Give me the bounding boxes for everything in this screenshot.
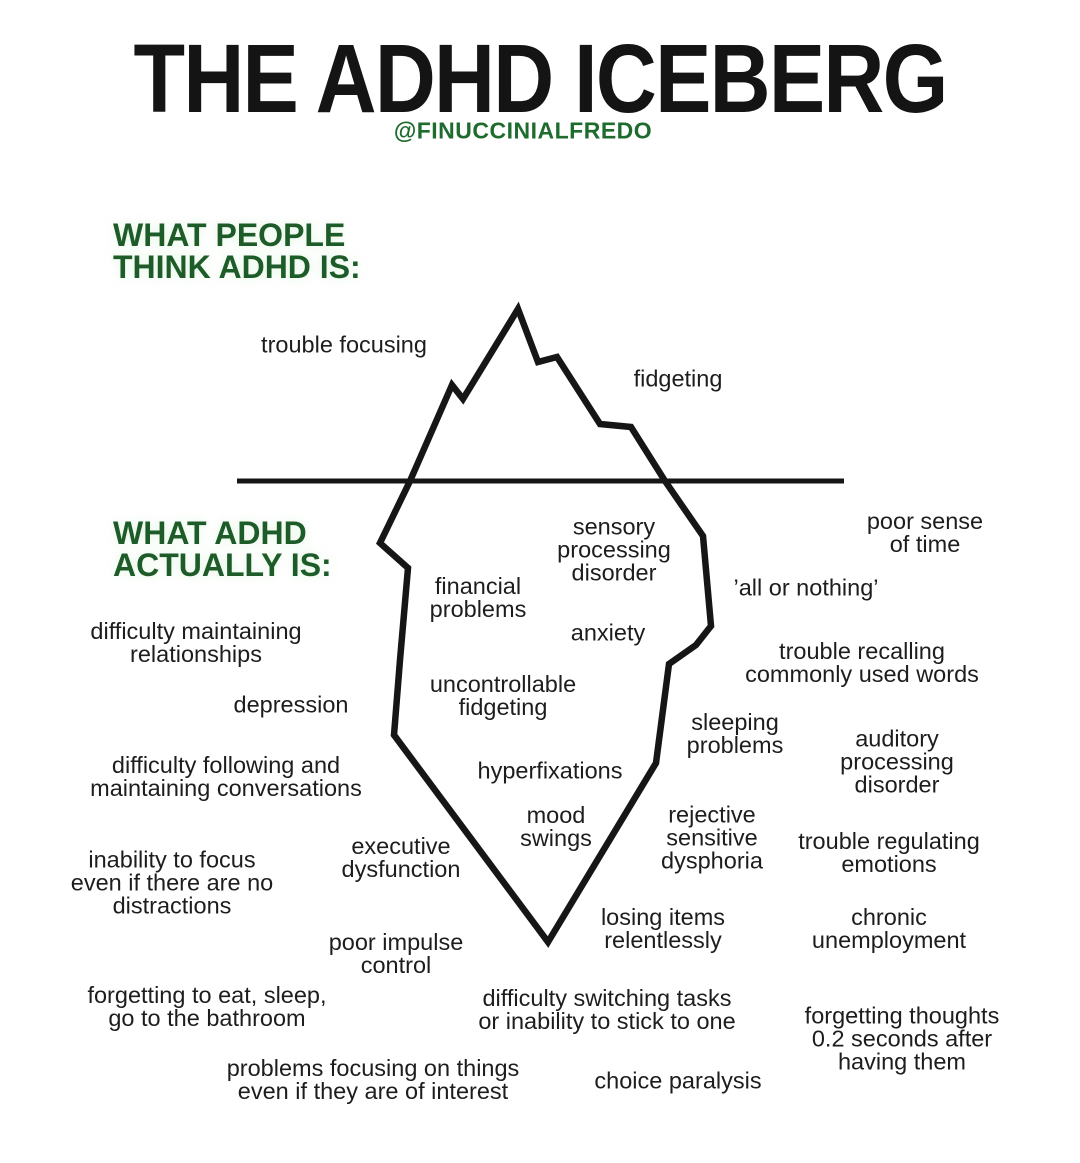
label-forgetting-to-eat-sleep-go-to-the-bathroom: forgetting to eat, sleep, go to the bath…: [87, 982, 327, 1031]
label-rejective-sensitive-dysphoria: rejective sensitive dysphoria: [661, 801, 763, 874]
label-uncontrollable-fidgeting: uncontrollable fidgeting: [429, 671, 577, 720]
label-poor-impulse-control: poor impulse control: [328, 929, 464, 978]
label-forgetting-thoughts-02-seconds-after-having-them: forgetting thoughts 0.2 seconds after ha…: [804, 1002, 1000, 1075]
label-trouble-focusing: trouble focusing: [261, 331, 427, 358]
label-trouble-recalling-commonly-used-words: trouble recalling commonly used words: [745, 638, 979, 687]
label-mood-swings: mood swings: [520, 802, 592, 851]
label-chronic-unemployment: chronic unemployment: [811, 904, 967, 953]
label-sensory-processing-disorder: sensory processing disorder: [557, 513, 671, 586]
label-depression: depression: [233, 691, 349, 718]
iceberg-outline: [376, 301, 715, 948]
heading-what-adhd-actually-is: WHAT ADHD ACTUALLY IS:: [113, 515, 332, 583]
label-auditory-processing-disorder: auditory processing disorder: [840, 725, 954, 798]
label-losing-items-relentlessly: losing items relentlessly: [600, 904, 726, 953]
page-title: THE ADHD ICEBERG: [133, 24, 949, 133]
label-choice-paralysis: choice paralysis: [594, 1067, 762, 1094]
label-trouble-regulating-emotions: trouble regulating emotions: [798, 828, 980, 877]
label-all-or-nothing: ’all or nothing’: [733, 574, 879, 601]
label-inability-to-focus-even-if-there-are-no-distractions: inability to focus even if there are no …: [70, 846, 274, 919]
label-difficulty-switching-tasks-or-inability-to-stick-to-one: difficulty switching tasks or inability …: [478, 985, 736, 1034]
label-difficulty-following-and-maintaining-conversations: difficulty following and maintaining con…: [90, 752, 362, 801]
label-fidgeting: fidgeting: [633, 365, 723, 392]
label-sleeping-problems: sleeping problems: [686, 709, 784, 758]
label-anxiety: anxiety: [570, 619, 646, 646]
label-executive-dysfunction: executive dysfunction: [341, 833, 461, 882]
credit-handle: @FINUCCINIALFREDO: [393, 117, 653, 144]
label-problems-focusing-on-things-even-if-they-are-of-interest: problems focusing on things even if they…: [226, 1055, 520, 1104]
label-poor-sense-of-time: poor sense of time: [866, 508, 984, 557]
heading-what-people-think: WHAT PEOPLE THINK ADHD IS:: [113, 217, 361, 285]
label-hyperfixations: hyperfixations: [477, 757, 623, 784]
label-financial-problems: financial problems: [429, 573, 527, 622]
label-difficulty-maintaining-relationships: difficulty maintaining relationships: [90, 618, 302, 667]
